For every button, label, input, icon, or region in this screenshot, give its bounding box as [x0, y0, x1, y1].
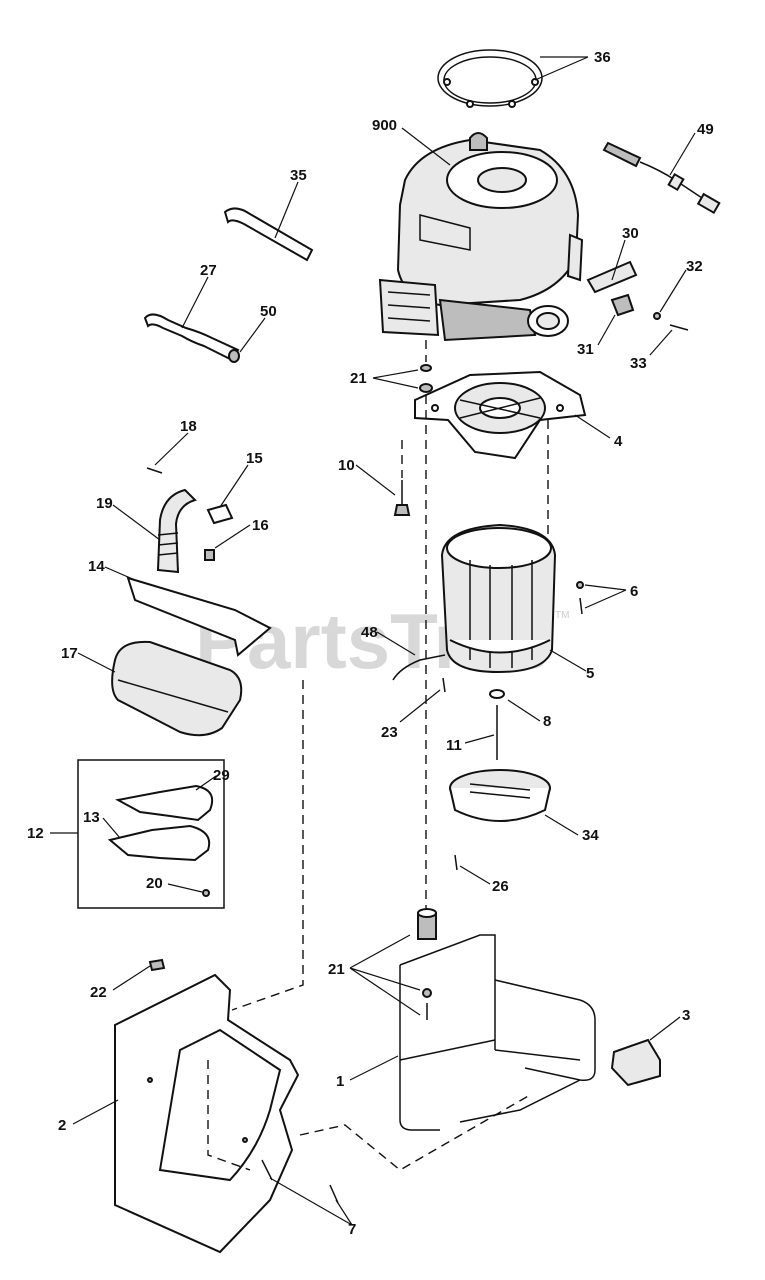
callout-18: 18	[180, 418, 197, 435]
assembly-lines	[207, 340, 549, 1171]
callout-12: 12	[27, 825, 44, 842]
callout-14: 14	[88, 558, 105, 575]
callout-23: 23	[381, 724, 398, 741]
callout-20: 20	[146, 875, 163, 892]
part-14-heat-shield	[126, 576, 272, 657]
part-21-nut-upper	[419, 383, 433, 393]
part-31-grommet	[610, 293, 635, 317]
part-49-wire-sensor	[602, 141, 721, 215]
callout-33: 33	[630, 355, 647, 372]
part-18-screw	[146, 467, 163, 474]
callout-labels: 36 900 49 35 30 32 27 50 31 33 21 4 18 1…	[27, 49, 714, 1238]
callout-5: 5	[586, 665, 594, 682]
part-26-screw	[454, 854, 458, 871]
watermark-trademark: TM	[555, 610, 569, 621]
callout-49: 49	[697, 121, 714, 138]
part-50-clamp	[228, 349, 240, 363]
part-30-bracket	[586, 260, 638, 294]
leader-lines	[50, 56, 696, 1226]
part-3-foot	[610, 1038, 661, 1087]
callout-19: 19	[96, 495, 113, 512]
callout-27: 27	[200, 262, 217, 279]
callout-17: 17	[61, 645, 78, 662]
part-6-screw	[579, 597, 583, 615]
part-10-bolt	[393, 480, 411, 516]
callout-7: 7	[348, 1221, 356, 1238]
callout-34: 34	[582, 827, 599, 844]
callout-31: 31	[577, 341, 594, 358]
callout-26: 26	[492, 878, 509, 895]
part-7-bolt-a	[261, 1159, 273, 1181]
callout-2: 2	[58, 1117, 66, 1134]
callout-16: 16	[252, 517, 269, 534]
part-32-nut	[653, 312, 661, 320]
callout-50: 50	[260, 303, 277, 320]
callout-29: 29	[213, 767, 230, 784]
part-19-exhaust-pipe	[156, 488, 197, 574]
callout-21-upper: 21	[350, 370, 367, 387]
callout-1: 1	[336, 1073, 344, 1090]
part-15-gasket	[206, 503, 234, 525]
callout-36: 36	[594, 49, 611, 66]
part-5-stator	[440, 523, 557, 674]
part-1-frame	[399, 934, 596, 1131]
part-13-gasket	[107, 824, 211, 862]
part-900-engine	[378, 132, 584, 342]
part-17-muffler	[111, 640, 243, 737]
callout-8: 8	[543, 713, 551, 730]
part-21-vibration-mount	[417, 908, 437, 1020]
callout-11: 11	[446, 737, 462, 754]
callout-48: 48	[361, 624, 378, 641]
part-20-screw	[202, 889, 210, 897]
part-4-adapter	[414, 370, 587, 460]
callout-10: 10	[338, 457, 355, 474]
part-23-screw	[442, 677, 446, 693]
callout-32: 32	[686, 258, 703, 275]
part-12-kit-box	[77, 759, 225, 909]
callout-6: 6	[630, 583, 638, 600]
callout-13: 13	[83, 809, 100, 826]
pipe-ribs	[157, 532, 179, 556]
part-36-ring	[437, 49, 543, 108]
part-2-panel	[114, 973, 300, 1254]
part-21-washer-upper	[420, 364, 432, 372]
part-8-washer	[489, 689, 505, 699]
part-16-stud	[204, 549, 215, 561]
part-22-nut	[148, 958, 166, 972]
callout-22: 22	[90, 984, 107, 1001]
callout-3: 3	[682, 1007, 690, 1024]
part-48-wire	[392, 654, 446, 681]
callout-4: 4	[614, 433, 623, 450]
callout-21-lower: 21	[328, 961, 345, 978]
callout-900: 900	[372, 117, 397, 134]
part-27-hose	[143, 313, 240, 362]
callout-35: 35	[290, 167, 307, 184]
part-35-hose	[223, 207, 314, 262]
part-29-gasket	[115, 784, 214, 822]
part-34-end-cover	[449, 769, 551, 822]
callout-30: 30	[622, 225, 639, 242]
part-33-screw	[669, 324, 689, 331]
part-6-washer	[576, 581, 584, 589]
callout-15: 15	[246, 450, 263, 467]
